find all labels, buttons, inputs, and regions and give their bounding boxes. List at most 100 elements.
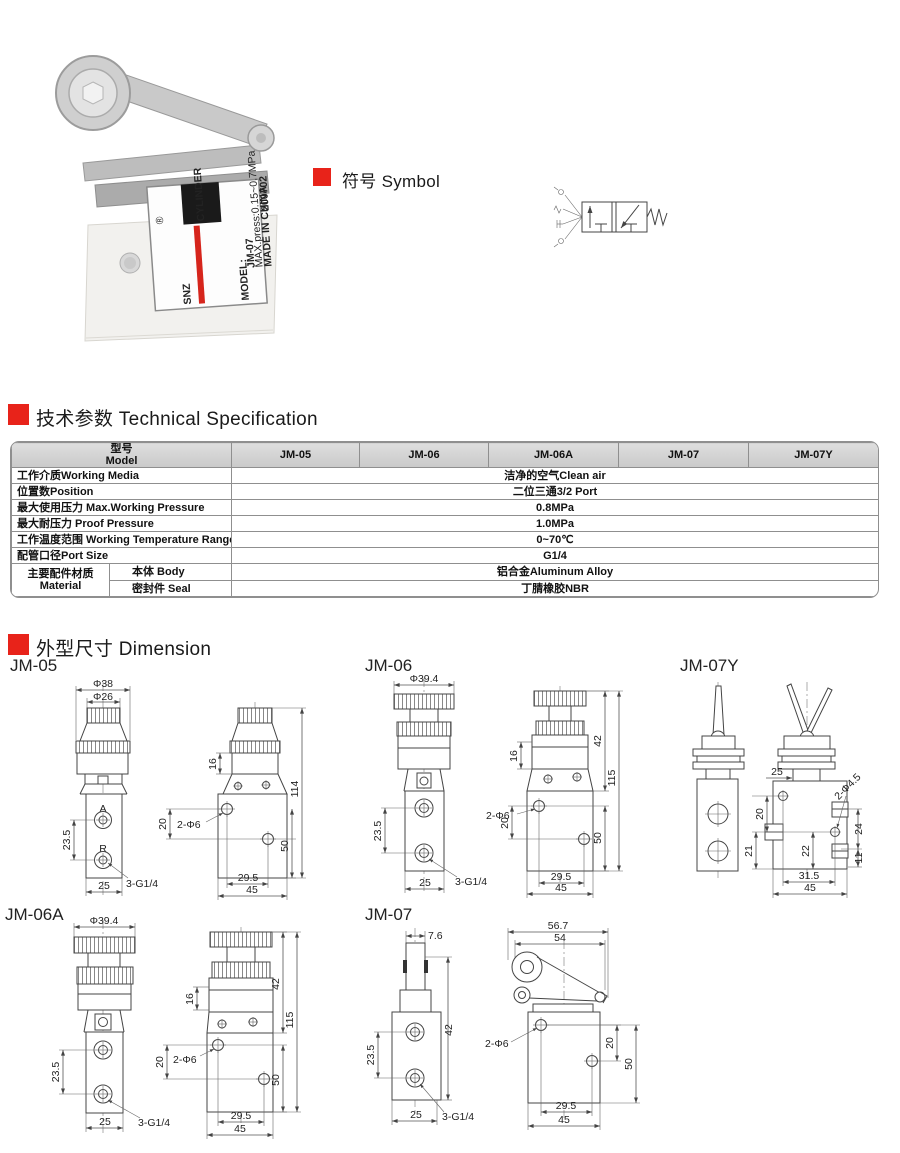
header-jm06: JM-06	[359, 442, 489, 469]
svg-text:29.5: 29.5	[551, 871, 572, 883]
date-code: 200702	[257, 175, 271, 211]
table-row: 工作温度范围 Working Temperature Range 0~70℃	[11, 531, 878, 549]
svg-text:115: 115	[284, 1011, 296, 1028]
drawing-label-jm07: JM-07	[365, 905, 413, 924]
red-bullet-spec	[8, 404, 29, 425]
svg-text:25: 25	[771, 766, 783, 778]
svg-text:A: A	[99, 803, 106, 815]
row-value: 0~70℃	[231, 531, 878, 549]
svg-text:50: 50	[592, 832, 604, 844]
row-value: G1/4	[231, 547, 878, 565]
svg-text:42: 42	[270, 978, 282, 990]
svg-text:23.5: 23.5	[365, 1045, 377, 1066]
svg-text:2-Φ6: 2-Φ6	[177, 819, 201, 831]
symbol-title: 符号 Symbol	[342, 172, 441, 191]
jm06-front: Φ39.4 23.5 25 3-G1/4	[372, 673, 487, 894]
svg-text:23.5: 23.5	[50, 1062, 62, 1083]
svg-text:23.5: 23.5	[372, 821, 384, 842]
svg-text:54: 54	[554, 932, 566, 944]
drawing-label-jm06a: JM-06A	[5, 905, 64, 924]
brand-text: SNZ	[181, 283, 194, 305]
drawing-label-jm07y: JM-07Y	[680, 656, 739, 675]
svg-text:29.5: 29.5	[556, 1100, 577, 1112]
header-jm06a: JM-06A	[488, 442, 619, 469]
table-row: 最大使用压力 Max.Working Pressure 0.8MPa	[11, 499, 878, 517]
svg-text:Φ26: Φ26	[93, 691, 113, 703]
svg-text:29.5: 29.5	[231, 1110, 252, 1122]
svg-text:31.5: 31.5	[799, 870, 820, 882]
jm06a-side: 16 20 2-Φ6 42 50 115 29.5 45	[154, 927, 301, 1139]
spec-title: 技术参数 Technical Specification	[36, 409, 318, 430]
header-jm07: JM-07	[618, 442, 749, 469]
svg-text:25: 25	[98, 880, 110, 892]
table-row: 位置数Position 二位三通3/2 Port	[11, 483, 878, 501]
dimension-title: 外型尺寸 Dimension	[36, 639, 212, 660]
product-photo: SNZ ® CYLINDER MODEL: JM-07 MAX.press:0.…	[55, 55, 278, 342]
jm05-side: 16 20 2-Φ6 50 114 29.5 45	[157, 702, 306, 900]
svg-text:3-G1/4: 3-G1/4	[442, 1111, 474, 1123]
jm06a-front: Φ39.4 23.5 25 3-G1/4	[50, 915, 170, 1136]
row-label: 工作温度范围 Working Temperature Range	[11, 531, 232, 549]
model-text: JM-07	[244, 238, 258, 269]
row-label: 位置数Position	[11, 483, 232, 501]
valve-symbol	[581, 201, 668, 233]
table-row: 配管口径Port Size G1/4	[11, 547, 878, 565]
svg-text:20: 20	[154, 1056, 166, 1068]
row-label: 配管口径Port Size	[11, 547, 232, 565]
row-value: 1.0MPa	[231, 515, 878, 533]
svg-text:11: 11	[853, 852, 865, 863]
svg-text:16: 16	[207, 758, 219, 770]
svg-text:Φ38: Φ38	[93, 678, 113, 690]
row-value: 洁净的空气Clean air	[231, 467, 878, 485]
red-bullet-dimension	[8, 634, 29, 655]
red-bullet-symbol	[313, 168, 331, 186]
svg-text:2-Φ6: 2-Φ6	[485, 1038, 509, 1050]
drawing-jm06: JM-06 Φ39.4 23.5 25 3-G1/4	[365, 656, 665, 902]
header-jm07y: JM-07Y	[748, 442, 878, 469]
svg-text:7.6: 7.6	[428, 930, 443, 942]
svg-text:Φ39.4: Φ39.4	[90, 915, 119, 927]
svg-text:45: 45	[246, 884, 258, 896]
svg-text:3-G1/4: 3-G1/4	[126, 878, 158, 890]
svg-text:20: 20	[604, 1037, 616, 1049]
drawing-label-jm06: JM-06	[365, 656, 413, 675]
svg-text:21: 21	[743, 845, 755, 857]
svg-text:25: 25	[419, 877, 431, 889]
row-label: 本体 Body	[109, 563, 232, 582]
jm07y-side: 25 20 21 22 24 11 2-Φ4.5 31.5 45	[743, 682, 865, 898]
svg-text:42: 42	[443, 1024, 455, 1036]
reg-mark: ®	[154, 216, 167, 225]
svg-text:45: 45	[555, 882, 567, 894]
row-value: 丁腈橡胶NBR	[231, 580, 878, 598]
model-label: MODEL:	[237, 259, 252, 301]
svg-text:20: 20	[157, 818, 169, 830]
svg-text:16: 16	[508, 750, 520, 762]
row-label: 工作介质Working Media	[11, 467, 232, 485]
drawing-jm05: JM-05 Φ38 Φ26 A R 23.5 25 3-G1/4	[10, 656, 345, 902]
svg-text:3-G1/4: 3-G1/4	[138, 1117, 170, 1129]
svg-text:50: 50	[270, 1074, 282, 1086]
origin-text: MADE IN CHINA	[257, 186, 275, 268]
svg-text:45: 45	[558, 1114, 570, 1126]
drawing-jm07y: JM-07Y 25 2	[680, 656, 898, 902]
svg-text:42: 42	[592, 735, 604, 747]
svg-text:R: R	[99, 843, 107, 855]
svg-text:20: 20	[499, 817, 511, 829]
svg-text:25: 25	[99, 1116, 111, 1128]
jm07-side: 56.7 54 2-Φ6 20 50 29.5 45	[485, 920, 640, 1130]
svg-text:45: 45	[234, 1123, 246, 1135]
svg-text:50: 50	[279, 840, 291, 852]
actuator-symbol	[553, 186, 583, 248]
jm05-front: Φ38 Φ26 A R 23.5 25 3-G1/4	[61, 678, 158, 896]
svg-text:3-G1/4: 3-G1/4	[455, 876, 487, 888]
row-label: 最大耐压力 Proof Pressure	[11, 515, 232, 533]
svg-text:24: 24	[853, 823, 865, 835]
table-row: 工作介质Working Media 洁净的空气Clean air	[11, 467, 878, 485]
row-value: 0.8MPa	[231, 499, 878, 517]
svg-text:23.5: 23.5	[61, 830, 73, 851]
svg-text:25: 25	[410, 1109, 422, 1121]
